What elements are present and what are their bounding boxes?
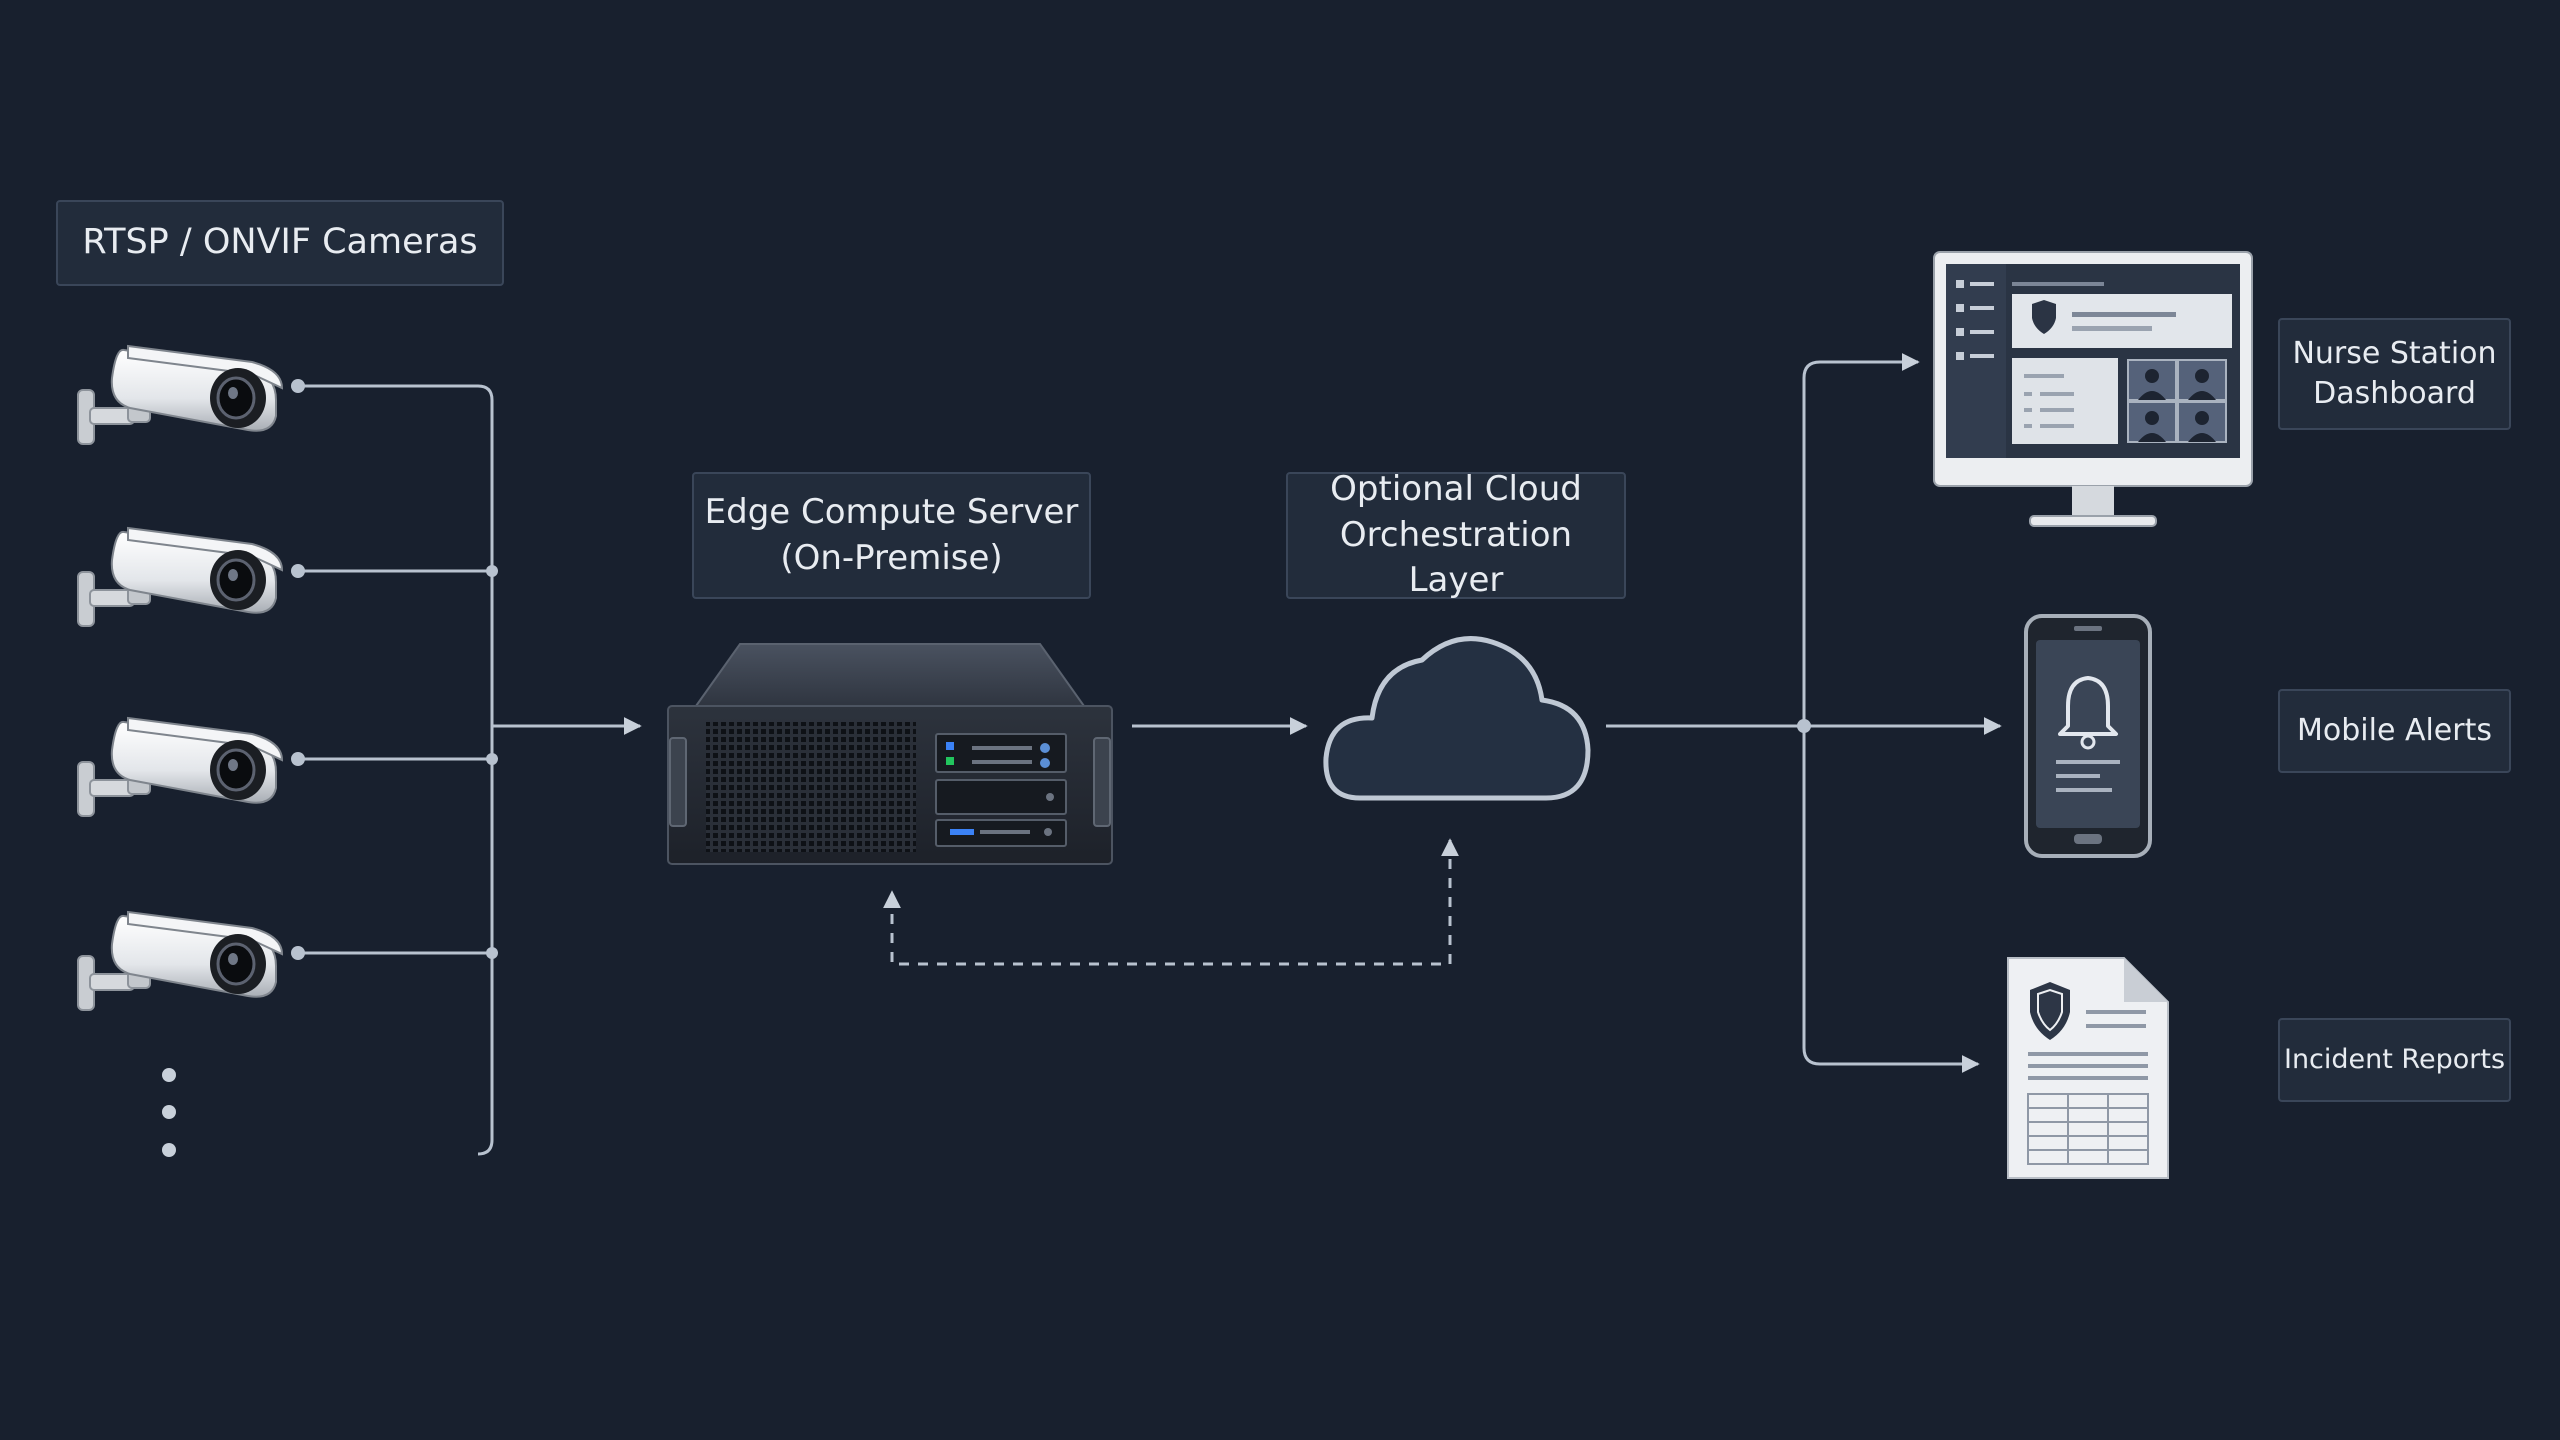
- camera-connector-lines: [298, 384, 642, 1156]
- camera-icons: [76, 344, 284, 1012]
- camera-icon: [76, 526, 284, 628]
- cloud-icon: [1323, 636, 1591, 801]
- monitor-dashboard-icon: [1933, 251, 2253, 527]
- cloud-layer-label: Optional Cloud Orchestration Layer: [1286, 469, 1626, 600]
- incident-reports-label: Incident Reports: [2278, 1018, 2511, 1102]
- cameras-label: RTSP / ONVIF Cameras: [56, 200, 504, 286]
- cloud-to-server-dashed-link: [883, 838, 1459, 966]
- camera-icon: [76, 716, 284, 818]
- mobile-alerts-label: Mobile Alerts: [2278, 689, 2511, 773]
- nurse-station-label: Nurse Station Dashboard: [2278, 318, 2511, 430]
- connector-dots: [291, 379, 498, 960]
- rack-server-icon: [667, 643, 1113, 865]
- camera-icon: [76, 910, 284, 1012]
- document-shield-icon: [2007, 957, 2169, 1179]
- junction-dot: [1797, 719, 1811, 733]
- camera-icon: [76, 344, 284, 446]
- more-cameras-dots: [162, 1068, 176, 1157]
- edge-server-label: Edge Compute Server (On-Premise): [692, 472, 1091, 599]
- smartphone-bell-icon: [2024, 614, 2152, 858]
